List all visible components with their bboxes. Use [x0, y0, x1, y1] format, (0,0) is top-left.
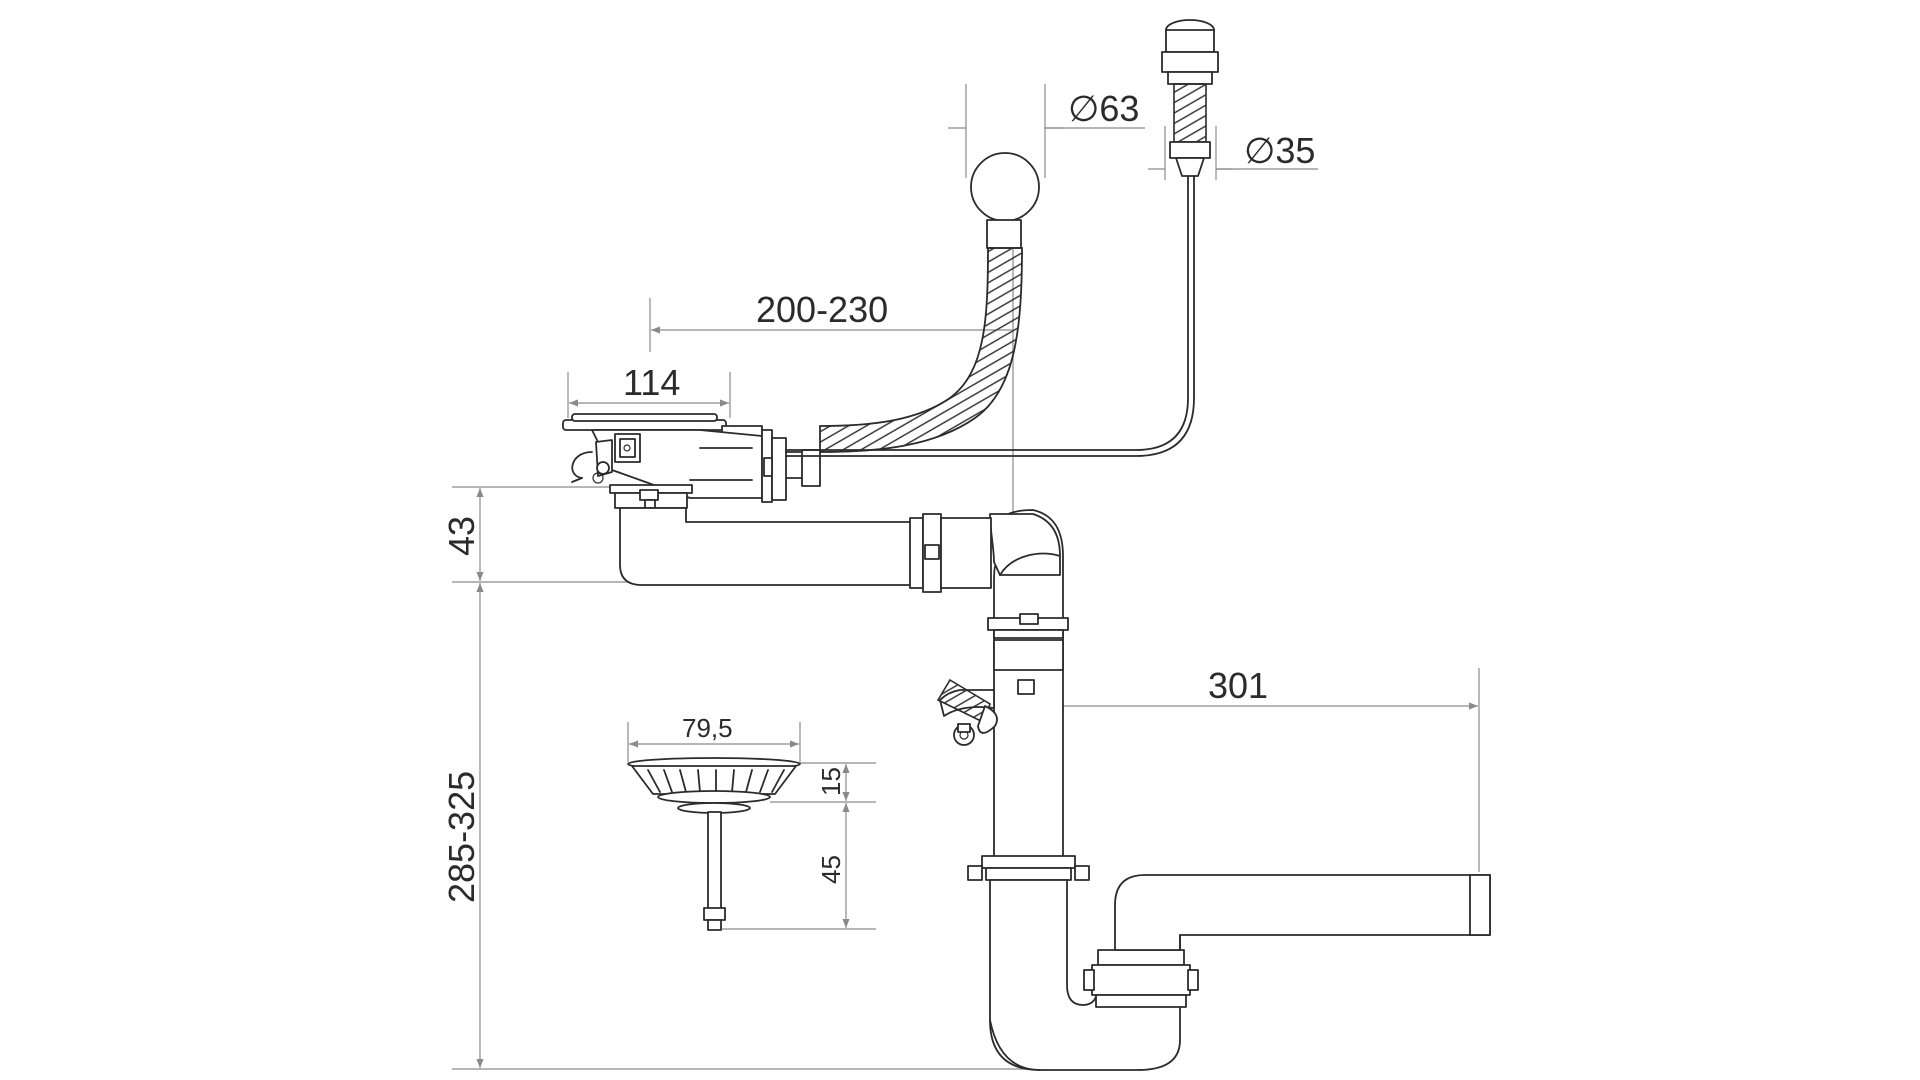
popup-button-cable: [785, 19, 1219, 457]
dim-total-height: 285-325: [441, 771, 482, 903]
dim-strainer-bowl-width: 114: [623, 362, 680, 403]
horizontal-outlet-pipe: [619, 507, 1064, 621]
strainer-basket: [627, 757, 801, 931]
dimension-labels: ∅63 ∅35 200-230 114 43 285-325 301 79,5 …: [441, 88, 1315, 903]
vertical-drain-tube: [936, 613, 1069, 861]
dim-button-diameter: ∅35: [1244, 130, 1315, 171]
dim-basket-diameter: 79,5: [682, 713, 733, 743]
dim-overflow-diameter: ∅63: [1068, 88, 1139, 129]
dim-outlet-offset: 43: [441, 516, 482, 556]
overflow-flexible-hose: [785, 152, 1040, 487]
dim-outlet-reach: 301: [1208, 665, 1268, 706]
bowl-waste-strainer: [562, 413, 787, 509]
dim-basket-rim: 15: [816, 767, 846, 796]
dim-flex-hose-length: 200-230: [756, 289, 888, 330]
dim-basket-stem: 45: [816, 855, 846, 884]
u-bend-trap: [967, 855, 1491, 1071]
